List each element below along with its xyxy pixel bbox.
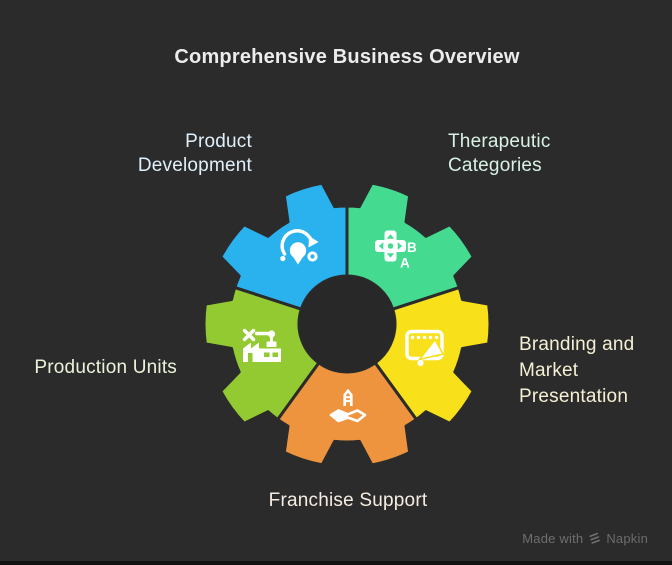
label-therapeutic-categories: Therapeutic Categories	[448, 130, 551, 178]
handshake-tower-icon	[329, 389, 367, 423]
label-branding-and-market-presentation: Branding and Market Presentation	[519, 332, 634, 410]
label-line: Presentation	[519, 386, 629, 407]
label-line: Branding and	[519, 334, 635, 355]
watermark-prefix: Made with	[522, 531, 584, 546]
lightbulb-cycle-icon	[280, 229, 319, 265]
label-line: Therapeutic	[448, 131, 551, 152]
napkin-logo-icon	[589, 532, 601, 544]
label-line: Categories	[448, 155, 542, 176]
label-line: Product	[185, 131, 252, 152]
billboard-megaphone-icon	[405, 329, 445, 367]
label-franchise-support: Franchise Support	[269, 489, 428, 513]
label-production-units: Production Units	[34, 356, 177, 380]
gamepad-button-a: A	[400, 256, 410, 271]
gear-center-hole	[299, 276, 395, 372]
diagram-title: Comprehensive Business Overview	[174, 46, 520, 68]
label-product-development: Product Development	[138, 130, 252, 178]
gamepad-button-b: B	[407, 240, 417, 255]
watermark-brand: Napkin	[606, 531, 648, 546]
label-line: Franchise Support	[268, 490, 428, 511]
label-line: Production Units	[34, 357, 177, 378]
factory-robot-arm-icon	[242, 328, 281, 362]
bottom-border	[0, 561, 672, 565]
gamepad-icon: B A	[375, 230, 417, 271]
label-line: Market	[519, 360, 579, 381]
label-line: Development	[137, 155, 252, 176]
napkin-watermark: Made with Napkin	[522, 531, 648, 546]
